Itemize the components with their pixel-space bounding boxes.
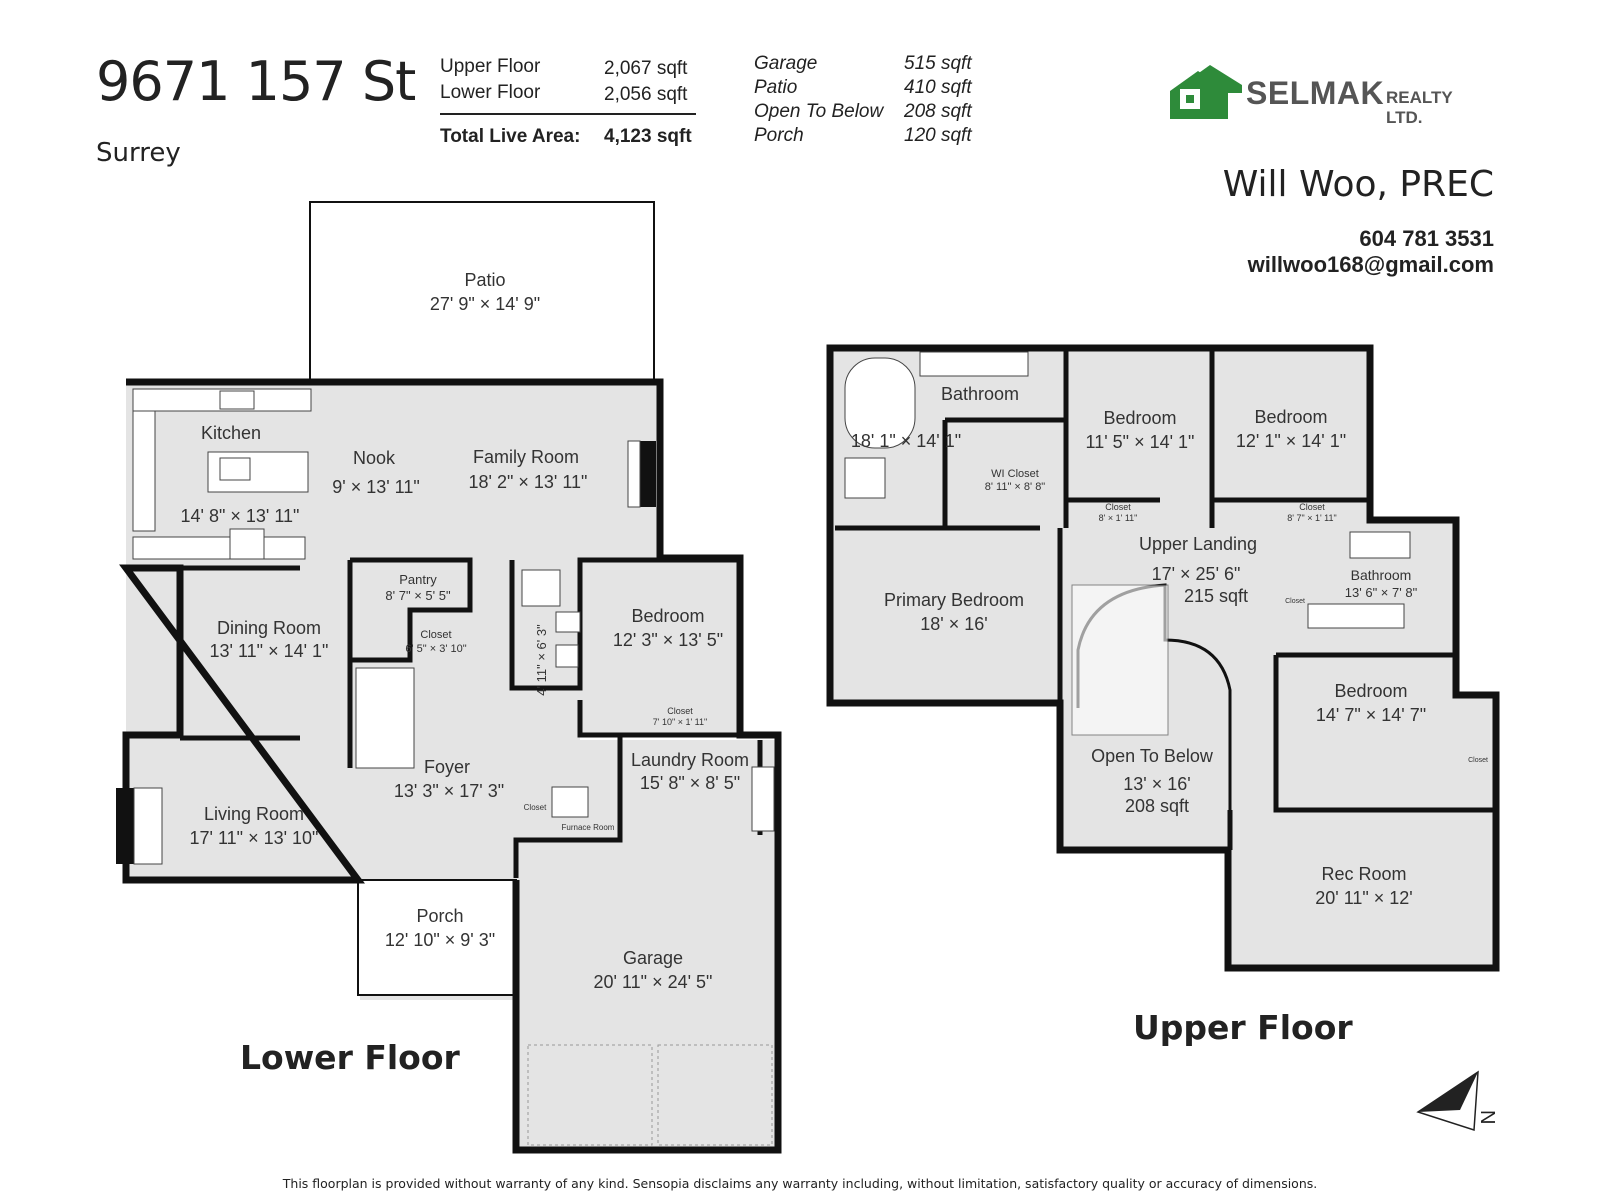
brand-logo: SELMAK REALTY LTD. xyxy=(1150,55,1490,127)
area-label: Porch xyxy=(754,125,804,146)
room-area: 208 sqft xyxy=(1125,796,1189,816)
room-name: Closet xyxy=(524,803,547,812)
compass-letter: N xyxy=(1476,1110,1498,1124)
total-label: Total Live Area: xyxy=(440,126,581,147)
brand-name: SELMAK xyxy=(1246,75,1385,111)
room-name: Rec Room xyxy=(1321,864,1406,884)
room-name: Garage xyxy=(623,948,683,968)
room-dims: 8' 7" × 5' 5" xyxy=(385,588,451,603)
room-name: Bathroom xyxy=(941,384,1019,404)
area-value: 2,056 sqft xyxy=(604,84,688,105)
room-dims: 20' 11" × 12' xyxy=(1315,888,1413,908)
room-dims: 15' 8" × 8' 5" xyxy=(640,773,740,793)
room-name: Closet xyxy=(420,629,451,641)
room-dims: 13' 3" × 17' 3" xyxy=(394,781,504,801)
disclaimer-footer: This floorplan is provided without warra… xyxy=(282,1176,1318,1191)
room-dims: 17' × 25' 6" xyxy=(1152,564,1241,584)
room-name: Kitchen xyxy=(201,423,261,443)
room-dims: 11' 5" × 14' 1" xyxy=(1086,432,1195,452)
room-dims: 13' × 16' xyxy=(1123,774,1190,794)
room-area: 215 sqft xyxy=(1184,586,1248,606)
room-name: Bedroom xyxy=(1103,408,1176,428)
room-name: Bathroom xyxy=(1351,567,1412,583)
room-name: Porch xyxy=(416,906,463,926)
room-name: Nook xyxy=(353,448,396,468)
house-logo-icon xyxy=(1152,65,1242,119)
porch-area xyxy=(357,879,517,996)
total-value: 4,123 sqft xyxy=(604,126,692,147)
room-dims: 8' 7" × 1' 11" xyxy=(1287,513,1336,523)
area-value: 515 sqft xyxy=(904,53,972,74)
room-name: Bedroom xyxy=(1334,681,1407,701)
room-name: Bedroom xyxy=(631,606,704,626)
room-dims: 13' 11" × 14' 1" xyxy=(210,641,329,661)
room-name: Laundry Room xyxy=(631,750,749,770)
room-dims: 12' 1" × 14' 1" xyxy=(1236,431,1346,451)
room-name: Furnace Room xyxy=(562,823,615,832)
room-dims: 12' 3" × 13' 5" xyxy=(613,630,723,650)
room-name: Closet xyxy=(667,706,693,716)
patio-area xyxy=(309,201,655,386)
room-name: Pantry xyxy=(399,572,437,587)
room-dims: 18' × 16' xyxy=(920,614,987,634)
room-name: Open To Below xyxy=(1091,746,1214,766)
room-dims: 8' × 1' 11" xyxy=(1099,513,1138,523)
lower-floor-plan xyxy=(116,201,782,1154)
room-dims: 27' 9" × 14' 9" xyxy=(430,294,540,314)
property-city: Surrey xyxy=(96,138,181,168)
area-label: Patio xyxy=(754,77,798,98)
room-dims: 14' 7" × 14' 7" xyxy=(1316,705,1426,725)
room-dims: 18' 2" × 13' 11" xyxy=(469,472,588,492)
room-dims: 6' 5" × 3' 10" xyxy=(405,643,466,655)
room-dims: 7' 10" × 1' 11" xyxy=(653,717,707,727)
upper-floor-plan xyxy=(826,344,1500,972)
room-dims: 18' 1" × 14' 1" xyxy=(851,431,961,451)
room-name: Primary Bedroom xyxy=(884,590,1024,610)
room-name: WI Closet xyxy=(991,468,1039,480)
room-name: Closet xyxy=(1285,598,1305,605)
room-name: Patio xyxy=(464,270,505,290)
room-dims: 17' 11" × 13' 10" xyxy=(190,828,319,848)
room-name: Family Room xyxy=(473,447,579,467)
agent-email[interactable]: willwoo168@gmail.com xyxy=(1247,252,1494,277)
room-dims: 9' × 13' 11" xyxy=(332,477,420,497)
room-name: Bedroom xyxy=(1254,407,1327,427)
agent-name: Will Woo, PREC xyxy=(1222,164,1494,205)
room-name: Living Room xyxy=(204,804,304,824)
area-value: 2,067 sqft xyxy=(604,58,688,79)
room-name: Closet xyxy=(1468,757,1488,764)
agent-phone: 604 781 3531 xyxy=(1359,226,1494,251)
divider xyxy=(440,113,696,115)
room-name: Closet xyxy=(1299,502,1325,512)
area-label: Upper Floor xyxy=(440,56,541,77)
property-address: 9671 157 St xyxy=(96,50,416,113)
area-label: Open To Below xyxy=(754,101,884,122)
area-value: 208 sqft xyxy=(904,101,972,122)
room-dims: 13' 6" × 7' 8" xyxy=(1345,585,1418,600)
room-dims: 8' 11" × 8' 8" xyxy=(985,481,1046,493)
north-compass-icon: N xyxy=(1416,1070,1498,1132)
room-name: Foyer xyxy=(424,757,470,777)
room-dims: 4' 11" × 6' 3" xyxy=(534,624,549,696)
room-name: Upper Landing xyxy=(1139,534,1257,554)
room-name: Dining Room xyxy=(217,618,321,638)
upper-floor-label: Upper Floor xyxy=(1133,1008,1353,1047)
room-dims: 12' 10" × 9' 3" xyxy=(385,930,495,950)
room-dims: 14' 8" × 13' 11" xyxy=(181,506,300,526)
area-label: Garage xyxy=(754,53,818,74)
lower-floor-label: Lower Floor xyxy=(240,1038,460,1077)
area-label: Lower Floor xyxy=(440,82,541,103)
brand-suffix: REALTY LTD. xyxy=(1386,88,1453,127)
area-value: 410 sqft xyxy=(904,77,972,98)
room-name: Closet xyxy=(1105,502,1131,512)
room-dims: 20' 11" × 24' 5" xyxy=(594,972,713,992)
area-value: 120 sqft xyxy=(904,125,972,146)
